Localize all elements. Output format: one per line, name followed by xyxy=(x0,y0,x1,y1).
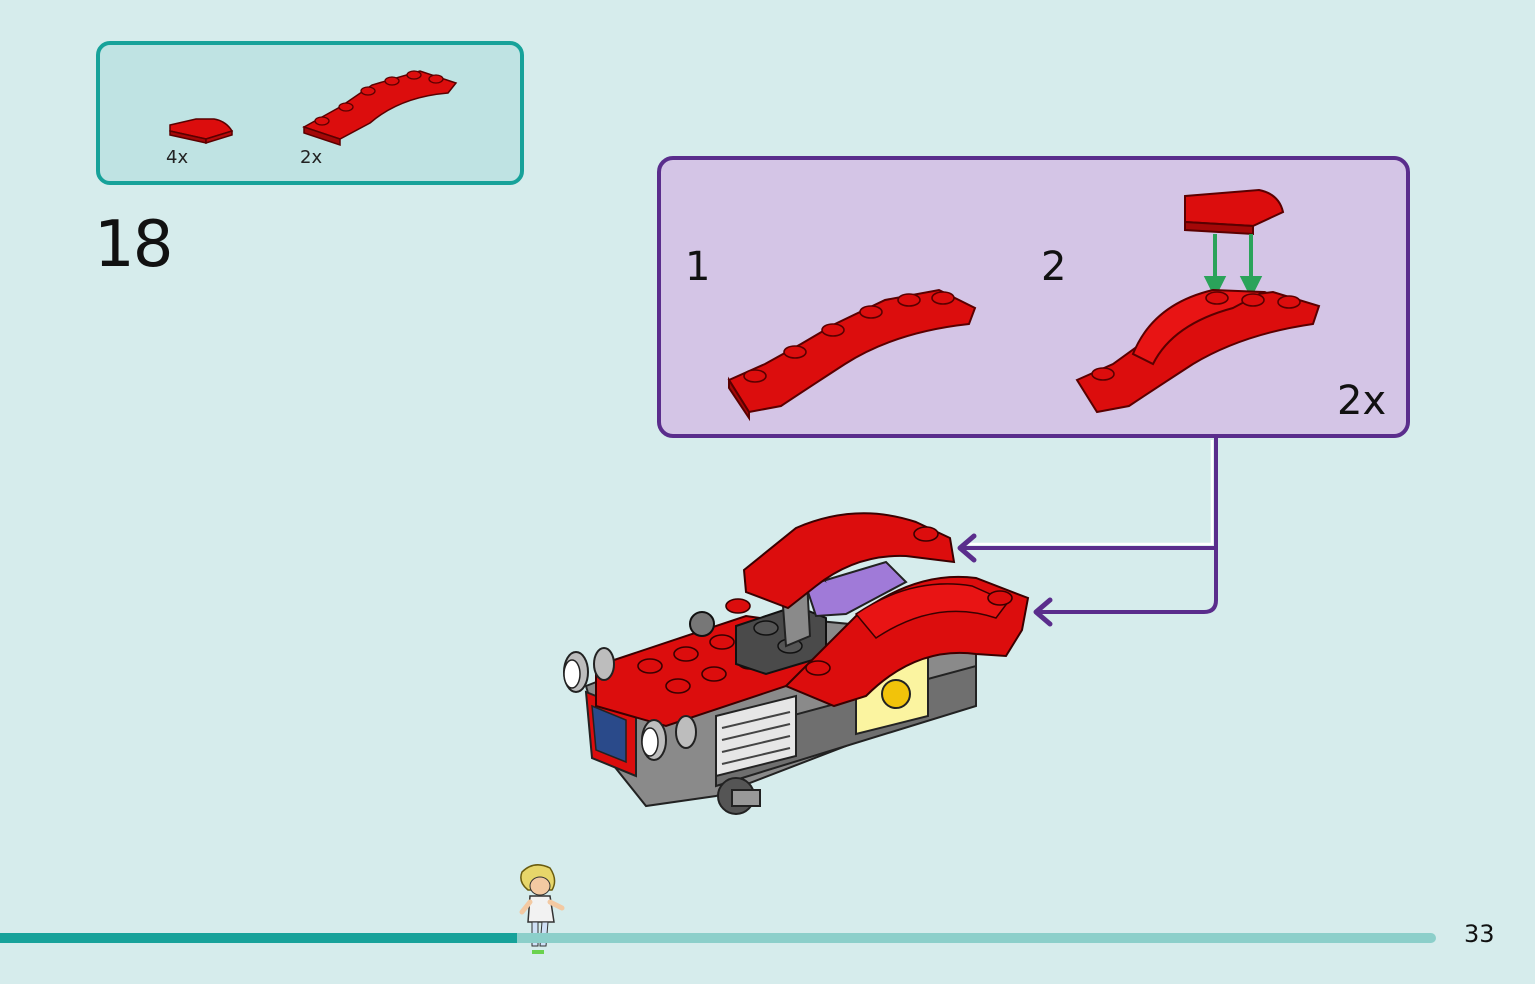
subassembly-multiplier: 2x xyxy=(1337,378,1387,424)
arch-mudguard-substep1-illustration xyxy=(727,288,977,422)
parts-list-box: 4x 2x xyxy=(96,41,524,185)
substep-number-2: 2 xyxy=(1041,244,1067,290)
subassembly-box: 1 2 2x xyxy=(657,156,1410,438)
substep-number-1: 1 xyxy=(685,244,711,290)
arch-mudguard-part-icon xyxy=(302,70,458,147)
progress-bar-fill xyxy=(0,933,517,943)
step-number: 18 xyxy=(94,208,173,282)
page-number: 33 xyxy=(1464,920,1495,948)
callout-connector-arrows xyxy=(957,434,1218,627)
part-qty-curved-slope: 4x xyxy=(166,147,189,168)
arch-with-slope-substep2-illustration xyxy=(1075,188,1321,414)
curved-slope-part-icon xyxy=(169,118,234,145)
car-model-illustration xyxy=(563,512,1030,815)
progress-bar xyxy=(0,933,1436,943)
part-qty-arch-mudguard: 2x xyxy=(300,147,323,168)
